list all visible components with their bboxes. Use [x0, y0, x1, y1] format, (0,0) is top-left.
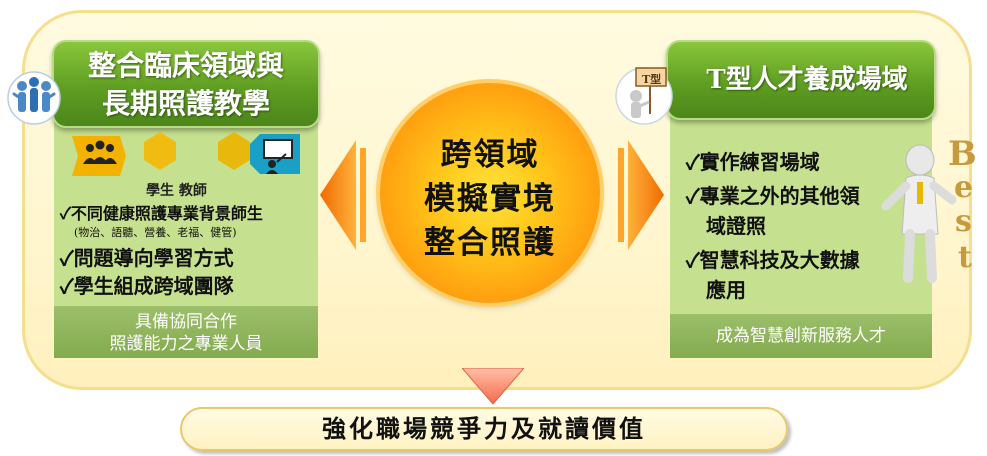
center-line-2: 模擬實境: [424, 181, 556, 217]
right-item-3-cont: 應用: [706, 278, 746, 302]
right-panel-header: T型人才養成場域: [666, 40, 936, 120]
roles-label: 學生 教師: [146, 183, 207, 199]
best-letter-b: B: [948, 134, 977, 174]
bottom-banner: 強化職場競爭力及就讀價值: [180, 407, 788, 451]
left-item-1-detail: (物治、語聽、營養、老福、健管): [74, 226, 237, 239]
right-item-2: ✓專業之外的其他領: [686, 184, 860, 208]
right-arrow-icon: [612, 140, 664, 250]
t-sign-person-icon: [614, 62, 674, 126]
student-teacher-graphic: [70, 128, 310, 184]
left-footer-line-1: 具備協同合作: [135, 312, 237, 332]
left-title-line-2: 長期照護教學: [101, 87, 270, 120]
t-sign-text: T型: [642, 73, 662, 86]
left-title-line-1: 整合臨床領域與: [87, 49, 284, 82]
right-panel-footer: 成為智慧創新服務人才: [670, 314, 932, 358]
best-letter-e: e: [954, 170, 974, 205]
left-footer-line-2: 照護能力之專業人員: [109, 334, 263, 354]
right-item-3: ✓智慧科技及大數據: [686, 248, 860, 272]
left-panel-footer: 具備協同合作 照護能力之專業人員: [54, 306, 318, 358]
left-panel-header: 整合臨床領域與 長期照護教學: [52, 40, 320, 128]
left-item-3: ✓學生組成跨域團隊: [60, 274, 234, 298]
left-item-1: ✓不同健康照護專業背景師生: [60, 204, 263, 223]
down-arrow-icon: [460, 367, 526, 406]
bottom-banner-text: 強化職場競爭力及就讀價值: [322, 414, 646, 443]
team-people-icon: [6, 68, 62, 128]
center-line-3: 整合照護: [424, 225, 556, 261]
right-item-2-cont: 域證照: [706, 214, 766, 238]
center-circle: 跨領域 模擬實境 整合照護: [380, 83, 600, 303]
best-letter-t: t: [958, 240, 972, 275]
center-line-1: 跨領域: [440, 137, 540, 173]
best-figure-illustration: [880, 138, 987, 288]
left-item-2: ✓問題導向學習方式: [60, 246, 234, 270]
left-arrow-icon: [320, 140, 372, 250]
right-title: T型人才養成場域: [706, 65, 908, 95]
best-letter-s: s: [955, 204, 972, 239]
right-footer-text: 成為智慧創新服務人才: [716, 326, 886, 346]
right-item-1: ✓實作練習場域: [686, 150, 820, 174]
